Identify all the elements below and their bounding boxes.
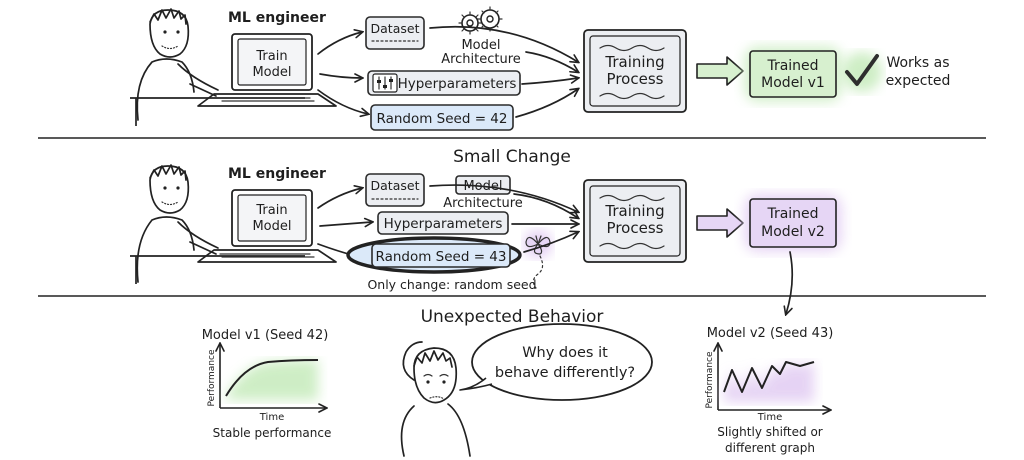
trained-v1-label-b: Model v1 [761, 75, 825, 91]
right-plot-curve [723, 361, 815, 393]
seed-label-1: Random Seed = 42 [376, 111, 507, 127]
arrow-dataset-to-training-1 [429, 25, 578, 62]
training-label-2a: Training [604, 202, 664, 220]
left-plot-curve [225, 359, 319, 397]
dataset-label-1: Dataset [371, 21, 420, 36]
model-arch-label-2b: Architecture [443, 196, 523, 211]
arrow-to-trained-v2 [696, 208, 744, 238]
model-arch-label-1a: Model [461, 38, 500, 53]
works-label-a: Works as [886, 55, 949, 71]
arrow-to-trained-v1 [696, 56, 744, 86]
trained-v1-label-a: Trained [766, 58, 818, 74]
section3-title: Unexpected Behavior [421, 307, 604, 327]
bubble-line1: Why does it [522, 345, 608, 361]
left-plot [220, 344, 326, 408]
works-label-b: expected [886, 73, 951, 89]
right-plot-title: Model v2 (Seed 43) [707, 326, 834, 341]
checkmark-icon [845, 54, 879, 86]
dataset-box-2 [365, 173, 425, 207]
confused-person-figure [400, 341, 471, 457]
hyperparameters-box-2 [377, 211, 509, 235]
gear-icon [458, 6, 503, 35]
model-arch-label-1b: Architecture [441, 52, 521, 67]
seed-box-1 [370, 104, 514, 131]
left-plot-ylabel: Performance [207, 349, 217, 406]
arrow-seed-to-training-1 [515, 89, 578, 118]
laptop-label-1a: Train [255, 49, 287, 64]
only-change-label: Only change: random seed [367, 277, 536, 292]
right-plot-caption-a: Slightly shifted or [717, 425, 823, 439]
training-label-1a: Training [604, 53, 664, 71]
training-label-2b: Process [607, 219, 664, 237]
training-label-1b: Process [607, 70, 664, 88]
section-2: Small Change ML engineer Train Model Dat… [130, 147, 842, 314]
arrow-laptop-to-seed-1 [317, 89, 368, 114]
engineer-label-2: ML engineer [228, 166, 326, 182]
trained-v2-label-b: Model v2 [761, 224, 825, 240]
laptop-2 [197, 189, 337, 263]
arrow-laptop-to-hyper-2 [319, 222, 372, 226]
arrow-v2-to-plot [786, 251, 794, 314]
laptop-label-2a: Train [255, 203, 287, 218]
bubble-line2: behave differently? [495, 365, 635, 381]
arrow-arch-to-training-2 [513, 193, 578, 218]
dataset-label-2: Dataset [371, 178, 420, 193]
hyperparameters-label-1: Hyperparameters [398, 76, 517, 92]
section-3: Unexpected Behavior Model v1 (Seed 42) P… [202, 307, 834, 457]
left-plot-xlabel: Time [259, 412, 284, 423]
hyperparameters-box-1 [367, 70, 521, 96]
arrow-arch-to-training-1 [525, 51, 578, 72]
right-plot [718, 344, 830, 410]
left-plot-title: Model v1 (Seed 42) [202, 328, 329, 343]
laptop-1 [197, 33, 337, 107]
hyperparameters-label-2: Hyperparameters [384, 216, 503, 232]
engineer-label-1: ML engineer [228, 10, 326, 26]
arrow-dataset-to-training-2 [429, 184, 578, 212]
section2-title: Small Change [453, 147, 571, 167]
laptop-label-2b: Model [252, 219, 291, 234]
section-1: ML engineer Train Model Dataset Model Ar… [130, 6, 951, 131]
arrow-hyper-to-training-1 [521, 78, 578, 85]
right-plot-ylabel: Performance [705, 351, 715, 408]
left-plot-caption: Stable performance [213, 426, 332, 440]
arrow-laptop-to-dataset-1 [317, 32, 362, 55]
arrow-laptop-to-dataset-2 [317, 188, 362, 209]
trained-model-v1-box [749, 50, 837, 98]
seed-label-2: Random Seed = 43 [375, 249, 506, 265]
arrow-seed-to-training-2 [523, 232, 578, 253]
training-process-box-2 [583, 179, 687, 263]
training-process-box-1 [583, 29, 687, 113]
trained-model-v2-box [749, 198, 837, 248]
trained-v2-label-a: Trained [766, 206, 818, 222]
sliders-icon [372, 73, 398, 93]
speech-bubble [459, 323, 653, 401]
engineer-figure-2 [130, 164, 305, 284]
arrow-laptop-to-hyper-1 [319, 73, 362, 78]
seed-box-2 [371, 243, 511, 268]
right-plot-caption-b: different graph [725, 441, 815, 455]
laptop-label-1b: Model [252, 65, 291, 80]
right-plot-xlabel: Time [757, 412, 782, 423]
